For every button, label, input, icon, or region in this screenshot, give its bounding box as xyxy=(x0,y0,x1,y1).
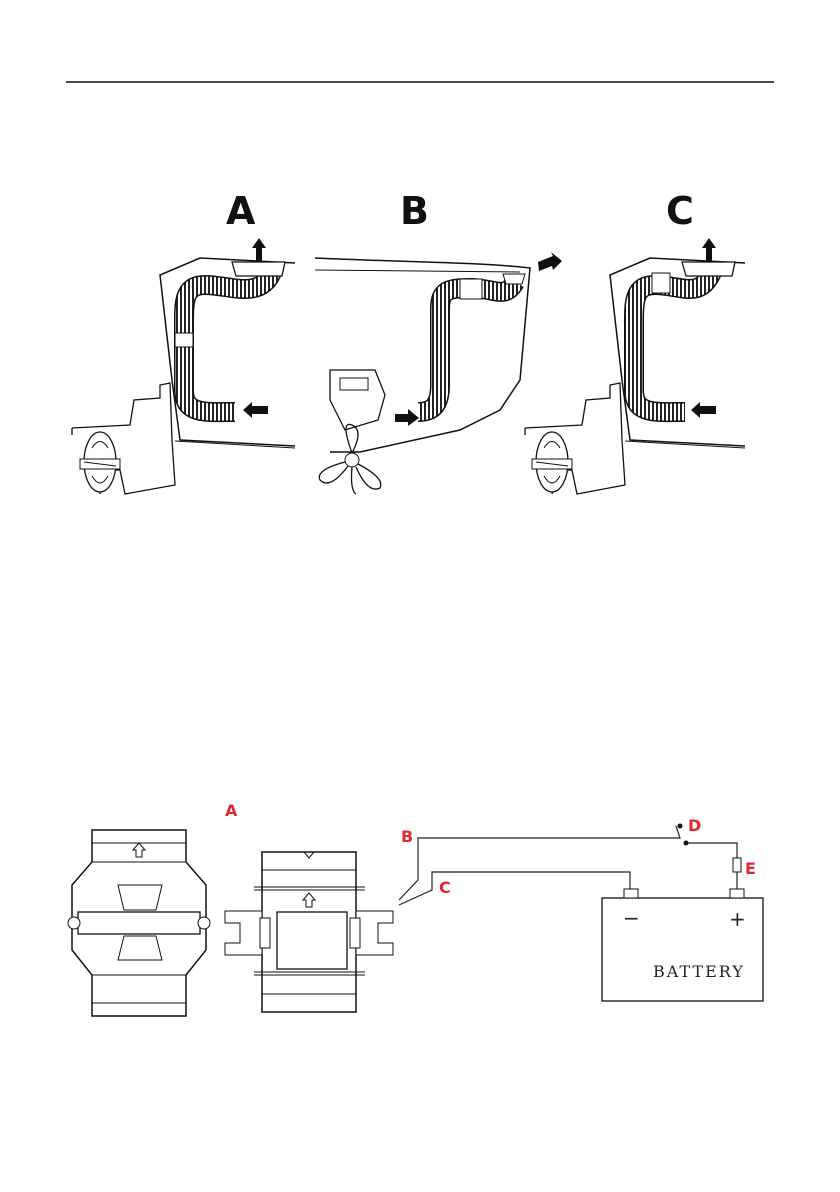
wiring-label-b: B xyxy=(401,827,413,846)
battery-terminal-positive xyxy=(730,889,744,898)
wiring-label-e: E xyxy=(745,859,756,878)
switch-contact-2 xyxy=(684,841,689,846)
wiring-label-c: C xyxy=(439,878,451,897)
panel-c-label: C xyxy=(666,189,694,233)
wire-c xyxy=(399,872,630,905)
propeller-a xyxy=(80,432,120,492)
panel-a: A xyxy=(72,189,295,494)
panel-a-label: A xyxy=(226,189,256,233)
exhaust-arrow-b xyxy=(538,252,562,271)
vent-cover-a xyxy=(232,262,285,276)
exhaust-arrow-c xyxy=(702,238,716,262)
wiring-label-a: A xyxy=(225,801,238,820)
panel-c: C xyxy=(525,189,745,494)
propeller-c xyxy=(532,432,572,492)
exhaust-arrow-a xyxy=(252,238,266,262)
blower-side-view xyxy=(68,830,210,1016)
vent-cover-c xyxy=(682,262,735,276)
panel-b: B xyxy=(315,189,562,494)
intake-arrow-b xyxy=(395,409,419,426)
fuse-icon xyxy=(733,858,741,872)
battery-positive-symbol: + xyxy=(729,907,746,931)
installation-diagram: A B xyxy=(72,189,745,494)
wiring-diagram: A xyxy=(68,801,763,1016)
battery-negative-symbol: − xyxy=(623,906,640,930)
propeller-b xyxy=(319,370,385,494)
panel-b-label: B xyxy=(400,189,429,233)
switch-contact-1 xyxy=(678,824,683,829)
battery-label: BATTERY xyxy=(653,962,745,981)
blower-b xyxy=(460,279,482,299)
blower-c xyxy=(652,273,670,293)
battery-terminal-negative xyxy=(624,889,638,898)
wiring-label-d: D xyxy=(688,816,701,835)
intake-arrow-c xyxy=(691,402,716,418)
intake-arrow-a xyxy=(243,402,268,418)
blower-front-view xyxy=(225,852,393,1012)
battery: − + BATTERY xyxy=(602,889,763,1001)
wire-positive xyxy=(686,843,737,890)
blower-a xyxy=(175,333,193,347)
